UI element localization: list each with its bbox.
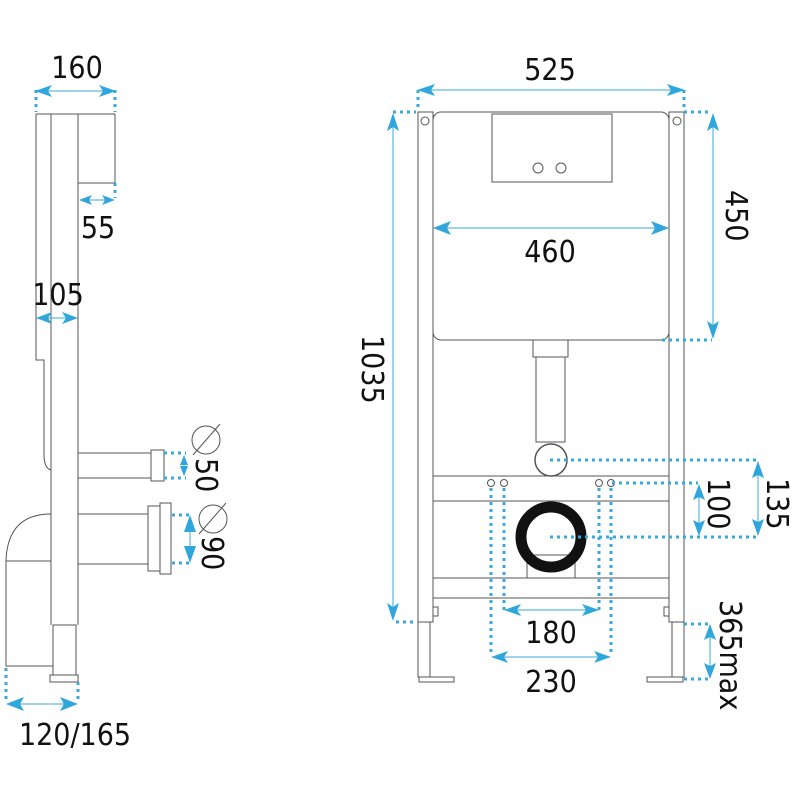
arrow-icon <box>693 484 705 500</box>
frame-foot <box>418 676 455 683</box>
flush-button <box>532 162 544 174</box>
dim-cistern-width: 460 <box>524 235 576 270</box>
waste-pipe-collar <box>159 502 172 575</box>
bolt-hole <box>500 479 508 487</box>
dim-inner-bolt-spacing: 180 <box>525 616 577 651</box>
flush-pipe-collar <box>150 449 165 482</box>
arrow-icon <box>387 113 399 131</box>
waste-bend <box>5 513 55 667</box>
dim-bolt-to-outlet: 100 <box>700 478 735 530</box>
arrow-icon <box>582 604 599 616</box>
dim-frame-width: 525 <box>524 53 576 88</box>
arrow-icon <box>491 651 508 663</box>
frame-upright-right <box>668 111 685 623</box>
arrow-icon <box>667 84 685 96</box>
arrow-icon <box>180 455 188 465</box>
arrow-icon <box>180 466 188 476</box>
bolt-hole <box>595 479 603 487</box>
arrow-icon <box>60 697 78 711</box>
arrow-icon <box>704 663 716 679</box>
side-leg <box>52 624 77 676</box>
arrow-icon <box>79 195 92 205</box>
arrow-icon <box>651 221 669 235</box>
arrow-icon <box>752 519 764 536</box>
diameter-icon <box>191 425 221 455</box>
side-view: 160 55 105 50 90 120 <box>4 51 229 753</box>
flush-pipe-connector <box>532 339 569 358</box>
waste-pipe <box>77 513 149 565</box>
dim-depth-total: 160 <box>51 51 103 86</box>
side-foot <box>49 674 79 683</box>
flush-plate-opening <box>491 113 613 183</box>
arrow-icon <box>6 697 24 711</box>
arrow-icon <box>99 85 116 97</box>
arrow-icon <box>184 546 196 563</box>
dim-foot-offset: 120/165 <box>19 718 131 753</box>
bolt-hole <box>487 479 495 487</box>
diameter-icon <box>198 504 228 534</box>
arrow-icon <box>387 603 399 621</box>
arrow-icon <box>184 515 196 532</box>
arrow-icon <box>35 85 52 97</box>
flush-button <box>555 162 567 174</box>
dim-frame-height: 1035 <box>354 335 389 404</box>
dim-inlet-to-outlet: 135 <box>759 478 794 530</box>
frame-foot <box>646 676 684 683</box>
arrow-icon <box>62 312 78 324</box>
arrow-icon <box>36 312 52 324</box>
dim-outer-bolt-spacing: 230 <box>525 665 577 700</box>
arrow-icon <box>707 321 719 339</box>
arrow-icon <box>102 195 115 205</box>
flush-pipe <box>535 356 566 443</box>
side-pipe <box>35 345 52 471</box>
arrow-icon <box>707 113 719 131</box>
arrow-icon <box>433 221 451 235</box>
dim-waste-pipe-diameter: 90 <box>194 536 229 570</box>
dim-cistern-height: 450 <box>718 190 753 242</box>
frame-leg <box>417 621 431 678</box>
dim-cistern-step: 55 <box>81 211 115 246</box>
front-view: 525 460 450 1035 100 135 <box>354 53 794 710</box>
dim-frame-depth: 105 <box>32 278 84 313</box>
frame-leg <box>671 621 685 678</box>
dim-flush-pipe-diameter: 50 <box>188 458 223 492</box>
arrow-icon <box>504 604 521 616</box>
frame-upright-left <box>417 111 434 623</box>
arrow-icon <box>693 520 705 536</box>
flush-pipe <box>77 452 154 479</box>
dim-leg-extension: 365max <box>712 600 747 710</box>
arrow-icon <box>594 651 611 663</box>
arrow-icon <box>752 461 764 478</box>
mounting-hole <box>672 116 682 126</box>
arrow-icon <box>704 624 716 640</box>
waste-pipe-collar <box>147 505 161 572</box>
mounting-hole <box>420 116 430 126</box>
arrow-icon <box>417 84 435 96</box>
